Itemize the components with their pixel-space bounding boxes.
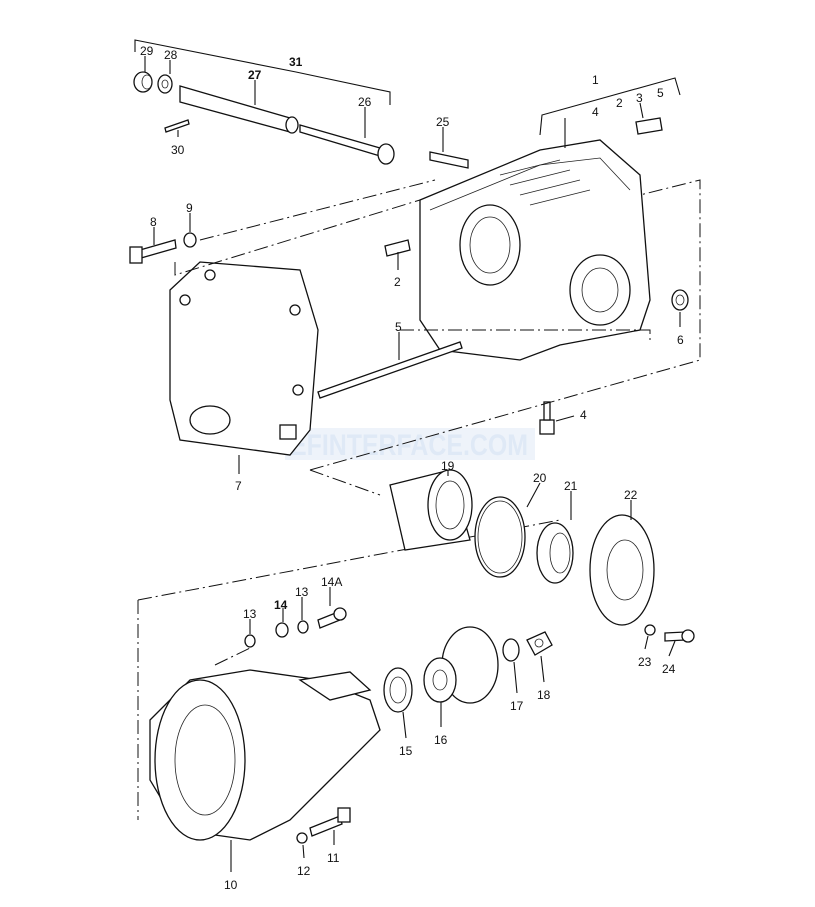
callout-10: 10	[224, 878, 238, 892]
callout-31: 31	[289, 55, 303, 69]
part-25-dowel	[429, 151, 469, 169]
callout-23: 23	[638, 655, 652, 669]
callout-5: 5	[657, 86, 664, 100]
alignment-line	[199, 179, 436, 241]
callout-27: 27	[248, 68, 262, 82]
part-9-washer	[183, 232, 197, 248]
part-29-nut	[133, 71, 153, 93]
part-1-gearbox-housing	[419, 139, 651, 361]
callout-19: 19	[441, 459, 455, 473]
callout-22: 22	[624, 488, 638, 502]
alignment-line	[137, 519, 561, 820]
callout-2: 2	[616, 96, 623, 110]
part-7-cover	[169, 261, 319, 456]
part-4-breather	[539, 401, 555, 435]
callout-5b: 5	[395, 320, 402, 334]
part-30-pin	[164, 119, 190, 133]
part-12-washer	[296, 832, 308, 844]
callout-6: 6	[677, 333, 684, 347]
watermark: EFINTERFACE.COM	[290, 429, 528, 462]
part-10-final-drive-housing	[149, 669, 381, 841]
leader-lines	[144, 56, 681, 872]
callout-14a: 14A	[321, 575, 342, 589]
callout-26: 26	[358, 95, 372, 109]
part-3-dowel	[635, 117, 663, 135]
callout-25: 25	[436, 115, 450, 129]
part-6-plug	[671, 289, 689, 311]
callout-3: 3	[636, 91, 643, 105]
callout-17: 17	[510, 699, 524, 713]
part-21-bearing	[536, 522, 574, 584]
callout-24: 24	[662, 662, 676, 676]
callout-12: 12	[297, 864, 311, 878]
part-20-gasket	[474, 496, 526, 578]
callout-9: 9	[186, 201, 193, 215]
callout-7: 7	[235, 479, 242, 493]
part-23-washer	[644, 624, 656, 636]
callout-29: 29	[140, 44, 154, 58]
part-14a-bolt	[317, 607, 347, 629]
callout-14: 14	[274, 598, 288, 612]
callout-13b: 13	[243, 607, 257, 621]
callout-4b: 4	[580, 408, 587, 422]
callout-28: 28	[164, 48, 178, 62]
part-11-bolt	[309, 807, 351, 837]
part-2-dowel-left	[384, 239, 411, 257]
watermark-band	[285, 428, 535, 460]
callout-13: 13	[295, 585, 309, 599]
assembly-bracket-31	[134, 39, 391, 105]
callout-1: 1	[592, 73, 599, 87]
part-14-breather	[275, 622, 289, 638]
callout-18: 18	[537, 688, 551, 702]
alignment-line	[309, 469, 381, 496]
part-15-seal	[383, 667, 413, 713]
part-8-bolt	[129, 239, 177, 264]
part-27-sleeve	[179, 85, 299, 134]
callout-11: 11	[327, 851, 340, 865]
part-18-nut	[526, 631, 553, 656]
alignment-line	[214, 647, 251, 666]
callout-16: 16	[434, 733, 448, 747]
alignment-line	[174, 199, 421, 276]
part-17-washer	[502, 638, 520, 662]
part-28-washer	[157, 74, 173, 94]
callout-4: 4	[592, 105, 599, 119]
callout-15: 15	[399, 744, 413, 758]
part-13-washer-2	[244, 634, 256, 648]
alignment-line	[309, 179, 701, 471]
callout-8: 8	[150, 215, 157, 229]
part-19-flange	[389, 469, 473, 551]
callout-30: 30	[171, 143, 185, 157]
alignment-line	[400, 329, 651, 340]
part-5-shaft	[317, 341, 463, 399]
callout-2b: 2	[394, 275, 401, 289]
part-26-drive-gear	[299, 124, 395, 165]
part-24-screw	[664, 629, 695, 643]
part-16-flange	[423, 626, 499, 704]
assembly-bracket-1	[539, 77, 681, 136]
callout-21: 21	[564, 479, 578, 493]
callout-labels: 29 28 31 27 26 1 4 2 3 5 25 30 8 9 2 6 5…	[140, 44, 684, 892]
part-22-plate	[589, 514, 655, 626]
part-13-washer	[297, 620, 309, 634]
callout-20: 20	[533, 471, 547, 485]
